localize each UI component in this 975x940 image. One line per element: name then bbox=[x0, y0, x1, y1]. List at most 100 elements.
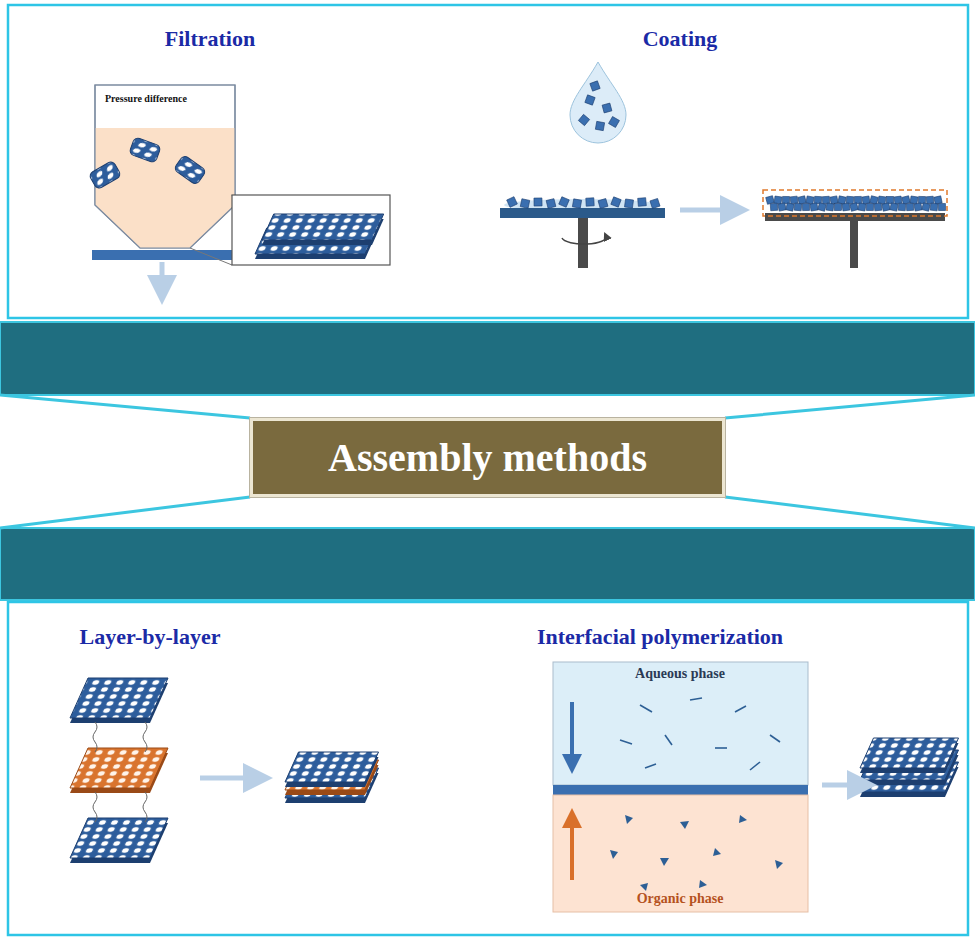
illustration-part bbox=[620, 698, 780, 770]
illustration-part bbox=[786, 203, 794, 211]
illustration-part bbox=[918, 196, 925, 203]
illustration-part bbox=[638, 198, 647, 207]
illustration-part bbox=[887, 197, 894, 204]
illustration-part bbox=[553, 795, 808, 912]
illustration-part bbox=[173, 155, 206, 186]
illustration-part bbox=[862, 196, 870, 204]
illustration-part bbox=[129, 137, 161, 163]
illustration-part bbox=[610, 850, 618, 859]
illustration-part bbox=[914, 203, 922, 211]
illustration-part bbox=[88, 160, 121, 190]
illustration-part bbox=[858, 203, 866, 211]
panel: Filtration CoatingPressure difference bbox=[0, 0, 975, 395]
illustration-part bbox=[88, 137, 206, 190]
illustration-part bbox=[814, 196, 821, 203]
illustration-part bbox=[906, 203, 913, 210]
illustration-part bbox=[806, 196, 814, 204]
connector-line bbox=[0, 497, 975, 528]
illustration-part bbox=[765, 213, 945, 221]
illustration-part bbox=[882, 203, 890, 211]
illustration-part bbox=[822, 783, 862, 788]
method-heading: Coating bbox=[643, 26, 718, 52]
illustration-part bbox=[715, 747, 727, 749]
illustration-part bbox=[625, 815, 633, 824]
illustration-part bbox=[922, 203, 930, 211]
illustration-part bbox=[810, 203, 818, 211]
illustration-part bbox=[602, 103, 612, 113]
illustration-part bbox=[598, 199, 608, 209]
title-text: Assembly methods bbox=[328, 434, 647, 481]
illustration-part bbox=[822, 196, 829, 203]
illustration-part bbox=[798, 196, 806, 204]
illustration-part bbox=[842, 203, 850, 211]
illustration-part bbox=[143, 722, 147, 752]
illustration-part bbox=[572, 199, 581, 208]
illustration-part bbox=[826, 203, 834, 211]
phase-label: Aqueous phase bbox=[635, 666, 725, 682]
illustration-part bbox=[850, 221, 858, 268]
illustration-part bbox=[640, 705, 652, 712]
illustration-part bbox=[70, 818, 168, 858]
illustration-part bbox=[534, 198, 542, 206]
illustration-part bbox=[129, 137, 161, 163]
illustration-part bbox=[860, 738, 959, 768]
illustration-part bbox=[624, 199, 633, 208]
illustration-part bbox=[645, 764, 656, 768]
note-text: Pressure difference bbox=[105, 93, 187, 104]
illustration-part bbox=[665, 735, 672, 745]
illustration-part bbox=[553, 662, 808, 785]
phase-box: Aqueous phase bbox=[553, 662, 808, 785]
illustration-part bbox=[930, 203, 938, 211]
illustration-part bbox=[160, 262, 165, 290]
illustration-part bbox=[70, 748, 168, 788]
method-heading: Layer-by-layer bbox=[80, 624, 221, 650]
illustration-part bbox=[794, 203, 802, 211]
illustration-part bbox=[680, 821, 689, 829]
illustration-part bbox=[774, 196, 782, 204]
illustration-part bbox=[898, 203, 905, 210]
illustration-part bbox=[8, 5, 968, 318]
illustration-part bbox=[775, 860, 783, 869]
method-heading: Filtration bbox=[165, 26, 255, 52]
illustration-part bbox=[835, 204, 842, 211]
illustration-part bbox=[766, 196, 775, 205]
illustration-part bbox=[878, 196, 886, 204]
illustration-part bbox=[902, 196, 910, 204]
illustration-part bbox=[699, 880, 707, 888]
illustration-part bbox=[934, 196, 942, 204]
illustration-part bbox=[846, 196, 854, 204]
illustration-part bbox=[520, 199, 529, 208]
illustration-part bbox=[830, 196, 838, 204]
title-box: Assembly methods bbox=[250, 418, 725, 497]
illustration-part bbox=[770, 735, 780, 742]
illustration-part bbox=[93, 722, 97, 752]
illustration-part bbox=[285, 752, 379, 782]
illustration-part bbox=[770, 203, 777, 210]
panel: Layer-by-layerInterfacial polymerization… bbox=[0, 528, 975, 940]
illustration-part bbox=[70, 678, 168, 718]
illustration-part bbox=[578, 218, 588, 268]
illustration-part bbox=[0, 322, 975, 395]
illustration-part bbox=[690, 698, 702, 700]
illustration-part bbox=[143, 792, 147, 822]
illustration-part bbox=[850, 203, 858, 211]
illustration-part bbox=[938, 203, 945, 210]
illustration-part bbox=[585, 95, 595, 105]
phase-label: Organic phase bbox=[637, 891, 724, 907]
connector-line bbox=[0, 395, 975, 418]
illustration-part bbox=[870, 196, 878, 204]
illustration-part bbox=[8, 602, 968, 935]
illustration-part bbox=[0, 528, 975, 600]
illustration-part bbox=[890, 203, 898, 211]
illustration-part bbox=[790, 196, 798, 204]
illustration-part bbox=[95, 128, 235, 248]
illustration-part bbox=[838, 196, 846, 204]
illustration-part bbox=[640, 883, 648, 891]
illustration-part bbox=[507, 197, 518, 208]
illustration-part bbox=[620, 740, 632, 744]
illustration-part bbox=[553, 785, 808, 795]
hopper: Pressure difference bbox=[95, 85, 235, 250]
illustration-part bbox=[782, 196, 789, 203]
illustration-part bbox=[570, 62, 626, 143]
